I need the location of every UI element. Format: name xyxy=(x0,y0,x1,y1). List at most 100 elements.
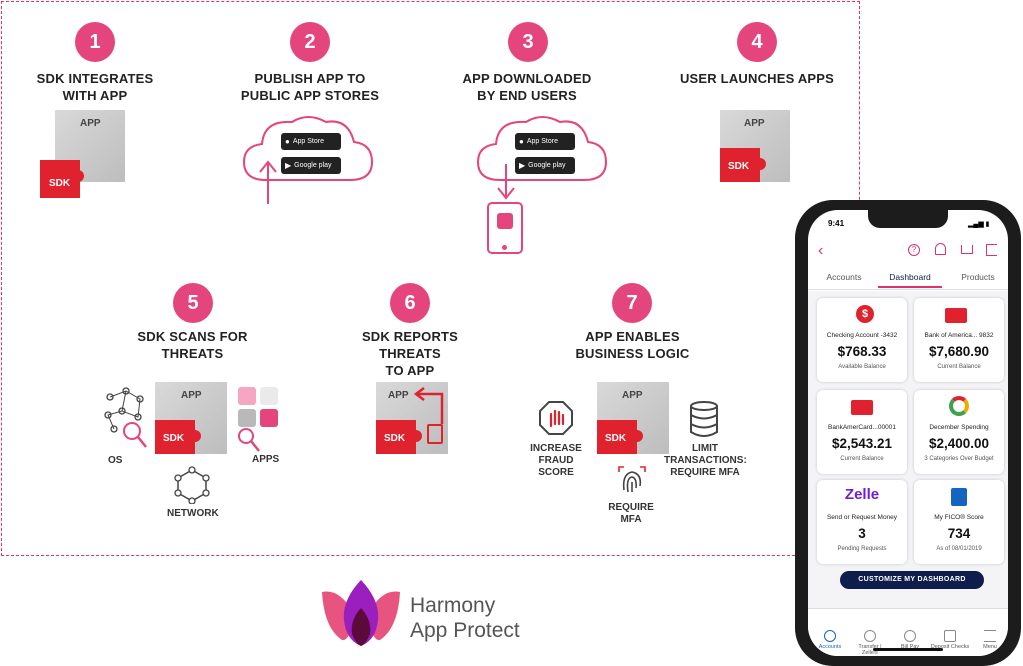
fingerprint-icon xyxy=(618,466,646,493)
tile-sub: 3 Categories Over Budget xyxy=(924,456,994,462)
app-store-badge: ●App Store xyxy=(515,133,575,150)
app-label: APP xyxy=(388,390,409,401)
tile-label: My FICO® Score xyxy=(934,514,984,521)
apple-icon: ● xyxy=(519,137,524,146)
app-tile-icon xyxy=(260,387,278,405)
sdk-label: SDK xyxy=(728,161,750,172)
apple-icon: ● xyxy=(285,137,290,146)
tile-sub: Current Balance xyxy=(937,364,981,370)
tile-bankamercard[interactable]: BankAmerCard...00001 $2,543.21 Current B… xyxy=(817,390,907,474)
app-label: APP xyxy=(744,118,765,129)
sdk-label: SDK xyxy=(384,433,406,444)
network-icon xyxy=(174,466,210,504)
tab-accounts[interactable]: Accounts xyxy=(826,272,862,282)
sdk-label: SDK xyxy=(163,433,185,444)
phone-notch xyxy=(868,210,948,228)
step-1-number: 1 xyxy=(75,22,115,62)
menu-icon xyxy=(984,630,996,642)
tile-label: Bank of America... 9832 xyxy=(924,332,994,339)
network-label: NETWORK xyxy=(167,508,219,519)
sdk-puzzle-piece xyxy=(720,148,760,182)
tile-value: $7,680.90 xyxy=(928,344,990,359)
cloud-download-icon xyxy=(476,116,608,200)
tile-fico-score[interactable]: My FICO® Score 734 As of 08/01/2019 xyxy=(914,480,1004,564)
database-icon xyxy=(690,401,718,437)
accounts-icon xyxy=(824,630,836,642)
app-label: APP xyxy=(181,390,202,401)
cloud-upload-icon xyxy=(242,116,374,204)
tile-value: $2,543.21 xyxy=(831,436,893,451)
step-4-number: 4 xyxy=(737,22,777,62)
fico-icon xyxy=(951,488,967,506)
magnifier-icon xyxy=(238,428,260,452)
tile-value: $768.33 xyxy=(837,344,887,359)
sdk-puzzle-piece xyxy=(376,420,416,454)
bell-icon[interactable] xyxy=(935,243,946,255)
nav-deposit-checks[interactable]: Deposit Checks xyxy=(930,630,970,650)
os-label: OS xyxy=(108,455,123,466)
tile-sub: As of 08/01/2019 xyxy=(936,546,982,552)
cart-icon[interactable] xyxy=(961,245,973,254)
app-label: APP xyxy=(622,390,643,401)
tab-dashboard[interactable]: Dashboard xyxy=(878,272,942,288)
step-3-number: 3 xyxy=(508,22,548,62)
nav-transfer-zelle[interactable]: Transfer | Zelle® xyxy=(850,630,890,656)
logout-icon[interactable] xyxy=(986,244,997,256)
tile-value: $2,400.00 xyxy=(928,436,990,451)
tile-december-spending[interactable]: December Spending $2,400.00 3 Categories… xyxy=(914,390,1004,474)
stop-hand-icon xyxy=(539,401,573,435)
puzzle-knob xyxy=(189,430,201,442)
play-icon: ▶ xyxy=(519,161,526,170)
app-tile-icon xyxy=(260,409,278,427)
app-tile-icon xyxy=(238,387,256,405)
nav-bill-pay[interactable]: Bill Pay xyxy=(890,630,930,650)
phone-icon xyxy=(487,202,523,254)
tile-checking-account[interactable]: $ Checking Account -3432 $768.33 Availab… xyxy=(817,298,907,382)
tile-label: Send or Request Money xyxy=(826,514,898,521)
tab-products[interactable]: Products xyxy=(961,272,995,282)
play-icon: ▶ xyxy=(285,161,292,170)
deposit-icon xyxy=(944,630,956,642)
help-icon[interactable]: ? xyxy=(908,244,920,256)
app-label: APP xyxy=(80,118,101,129)
credit-card-icon xyxy=(851,400,873,415)
tile-sub: Pending Requests xyxy=(837,546,887,552)
back-chevron-icon[interactable]: ‹ xyxy=(818,242,824,259)
home-indicator xyxy=(873,648,943,651)
puzzle-knob xyxy=(72,170,84,182)
status-time: 9:41 xyxy=(828,219,845,228)
phone-screen: 9:41 ▂▄▆ ▮ ‹ ? Accounts Dashboard Produc… xyxy=(808,210,1008,656)
google-play-badge: ▶Google play xyxy=(281,157,341,174)
tile-value: 3 xyxy=(858,526,866,541)
transfer-icon xyxy=(864,630,876,642)
zelle-logo: Zelle xyxy=(844,486,880,503)
tile-bank-of-america[interactable]: Bank of America... 9832 $7,680.90 Curren… xyxy=(914,298,1004,382)
os-circuit-icon xyxy=(104,387,147,448)
tile-sub: Current Balance xyxy=(840,456,884,462)
sdk-label: SDK xyxy=(605,433,627,444)
nav-accounts[interactable]: Accounts xyxy=(810,630,850,650)
tile-label: Checking Account -3432 xyxy=(826,332,898,339)
step-4-title: USER LAUNCHES APPS xyxy=(679,71,835,86)
step-2-number: 2 xyxy=(290,22,330,62)
nav-menu[interactable]: Menu xyxy=(970,630,1008,650)
dollar-icon: $ xyxy=(856,305,874,323)
puzzle-knob xyxy=(754,158,766,170)
step-6-number: 6 xyxy=(390,283,430,323)
sdk-puzzle-piece xyxy=(155,420,195,454)
puzzle-knob xyxy=(631,430,643,442)
status-icons: ▂▄▆ ▮ xyxy=(968,221,990,228)
customize-dashboard-button[interactable]: CUSTOMIZE MY DASHBOARD xyxy=(840,571,984,589)
puzzle-knob xyxy=(410,430,422,442)
google-play-badge: ▶Google play xyxy=(515,157,575,174)
app-tile-icon xyxy=(238,409,256,427)
step-7-number: 7 xyxy=(612,283,652,323)
tile-zelle[interactable]: Zelle Send or Request Money 3 Pending Re… xyxy=(817,480,907,564)
harmony-lotus-logo xyxy=(322,580,400,646)
